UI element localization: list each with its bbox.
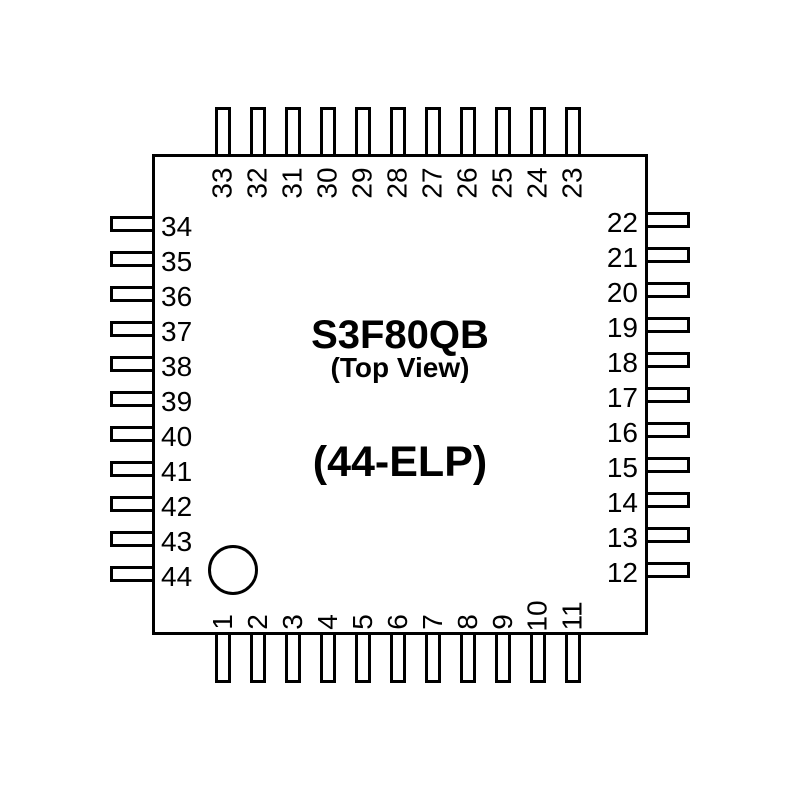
pin-stub-14 — [648, 492, 690, 508]
pin-label-16: 16 — [606, 417, 638, 448]
pin-label-42: 42 — [161, 491, 193, 522]
chip-title: S3F80QB — [311, 313, 489, 357]
pin-stub-21 — [648, 247, 690, 263]
pin-stub-7 — [425, 635, 441, 683]
pin-stub-19 — [648, 317, 690, 333]
pin-stub-37 — [110, 321, 152, 337]
pin-label-13: 13 — [606, 522, 638, 553]
pin-label-21: 21 — [606, 242, 638, 273]
pin-stub-18 — [648, 352, 690, 368]
pin-label-41: 41 — [161, 456, 193, 487]
pin-label-34: 34 — [161, 211, 193, 242]
pin-stub-30 — [320, 107, 336, 154]
pin-label-22: 22 — [606, 207, 638, 238]
pin-stub-28 — [390, 107, 406, 154]
pin-stub-12 — [648, 562, 690, 578]
chip-package-label: (44-ELP) — [312, 438, 488, 486]
pin-label-15: 15 — [606, 452, 638, 483]
chip-view-label: (Top View) — [330, 352, 470, 383]
pin-stub-17 — [648, 387, 690, 403]
pin-label-text-23: 23 — [557, 167, 588, 199]
pin-stub-23 — [565, 107, 581, 154]
pin-stub-27 — [425, 107, 441, 154]
pin-stub-8 — [460, 635, 476, 683]
pin-stub-25 — [495, 107, 511, 154]
pin-stub-42 — [110, 496, 152, 512]
pin-stub-32 — [250, 107, 266, 154]
pin-stub-34 — [110, 216, 152, 232]
pin-stub-15 — [648, 457, 690, 473]
pin-label-35: 35 — [161, 246, 193, 277]
pin-stub-6 — [390, 635, 406, 683]
pin-stub-1 — [215, 635, 231, 683]
pin-label-17: 17 — [606, 382, 638, 413]
pin-stub-20 — [648, 282, 690, 298]
pin-label-20: 20 — [606, 277, 638, 308]
pin-stub-22 — [648, 212, 690, 228]
pin-stub-9 — [495, 635, 511, 683]
pin-stub-2 — [250, 635, 266, 683]
pin-stub-13 — [648, 527, 690, 543]
pin-stub-11 — [565, 635, 581, 683]
pin-stub-31 — [285, 107, 301, 154]
pin-label-39: 39 — [161, 386, 193, 417]
pin-label-14: 14 — [606, 487, 638, 518]
pin-stub-35 — [110, 251, 152, 267]
pin-label-11: 11 — [548, 591, 598, 641]
pin-label-37: 37 — [161, 316, 193, 347]
pin-stub-16 — [648, 422, 690, 438]
pin-stub-43 — [110, 531, 152, 547]
pin-stub-33 — [215, 107, 231, 154]
pin-stub-40 — [110, 426, 152, 442]
pin-stub-41 — [110, 461, 152, 477]
pin-stub-38 — [110, 356, 152, 372]
pin-stub-26 — [460, 107, 476, 154]
pin-stub-4 — [320, 635, 336, 683]
pin-stub-5 — [355, 635, 371, 683]
pin-label-18: 18 — [606, 347, 638, 378]
pin-44-orientation-circle — [208, 545, 258, 595]
pin-stub-29 — [355, 107, 371, 154]
pin-stub-44 — [110, 566, 152, 582]
pin-stub-36 — [110, 286, 152, 302]
pin-label-40: 40 — [161, 421, 193, 452]
pin-stub-39 — [110, 391, 152, 407]
pin-label-38: 38 — [161, 351, 193, 382]
pin-stub-10 — [530, 635, 546, 683]
pin-label-23: 23 — [548, 158, 598, 208]
pin-label-43: 43 — [161, 526, 193, 557]
pin-label-text-11: 11 — [556, 601, 588, 631]
pin-stub-3 — [285, 635, 301, 683]
pin-stub-24 — [530, 107, 546, 154]
pin-label-36: 36 — [161, 281, 193, 312]
pin-label-12: 12 — [606, 557, 638, 588]
pin-label-19: 19 — [606, 312, 638, 343]
pin-label-44: 44 — [161, 561, 193, 592]
